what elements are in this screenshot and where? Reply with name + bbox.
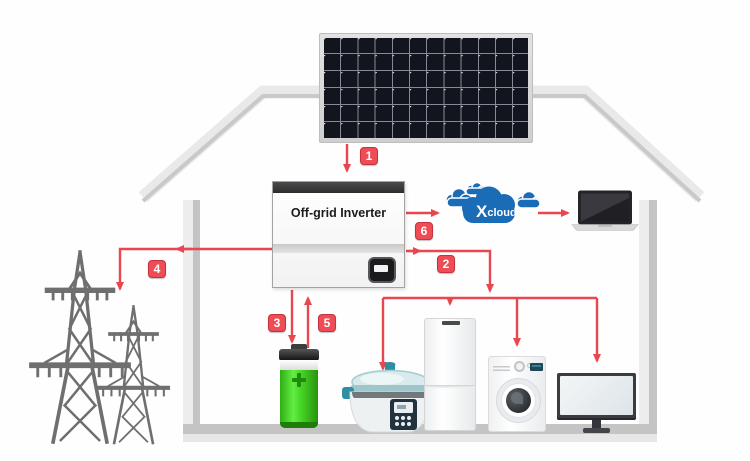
solar-cells-grid [324,38,528,138]
right-wall [639,200,649,432]
battery-body [280,370,318,428]
rice-cooker-icon [342,362,437,433]
battery-icon [277,344,321,432]
xcloud-icon: Xcloud [445,181,542,223]
solar-panel-icon [319,33,533,143]
cloud-main [462,186,515,223]
flow-badge-3: 3 [268,314,286,332]
flow-badge-6: 6 [415,222,433,240]
off-grid-inverter: Off-grid Inverter [272,181,405,288]
floor [183,424,657,434]
laptop-icon [571,190,639,231]
inverter-divider [273,244,404,253]
cloud-label: Xcloud [476,202,517,221]
flow-inverter-to-loads [406,249,492,290]
flow-badge-4: 4 [148,260,166,278]
cloud-puff-right [516,190,542,209]
flow-badge-1: 1 [360,147,378,165]
flow-inverter-to-grid [118,247,272,288]
left-wall [183,200,193,432]
washer-door [496,378,541,423]
flow-badge-5: 5 [318,314,336,332]
inverter-label: Off-grid Inverter [290,206,387,220]
inverter-display-icon [368,257,396,283]
tv-icon [557,373,636,433]
washer-display [530,363,543,371]
inverter-top-bar [273,182,404,193]
washing-machine-icon [488,356,546,432]
flow-badge-2: 2 [437,255,455,273]
refrigerator-icon [424,318,476,431]
